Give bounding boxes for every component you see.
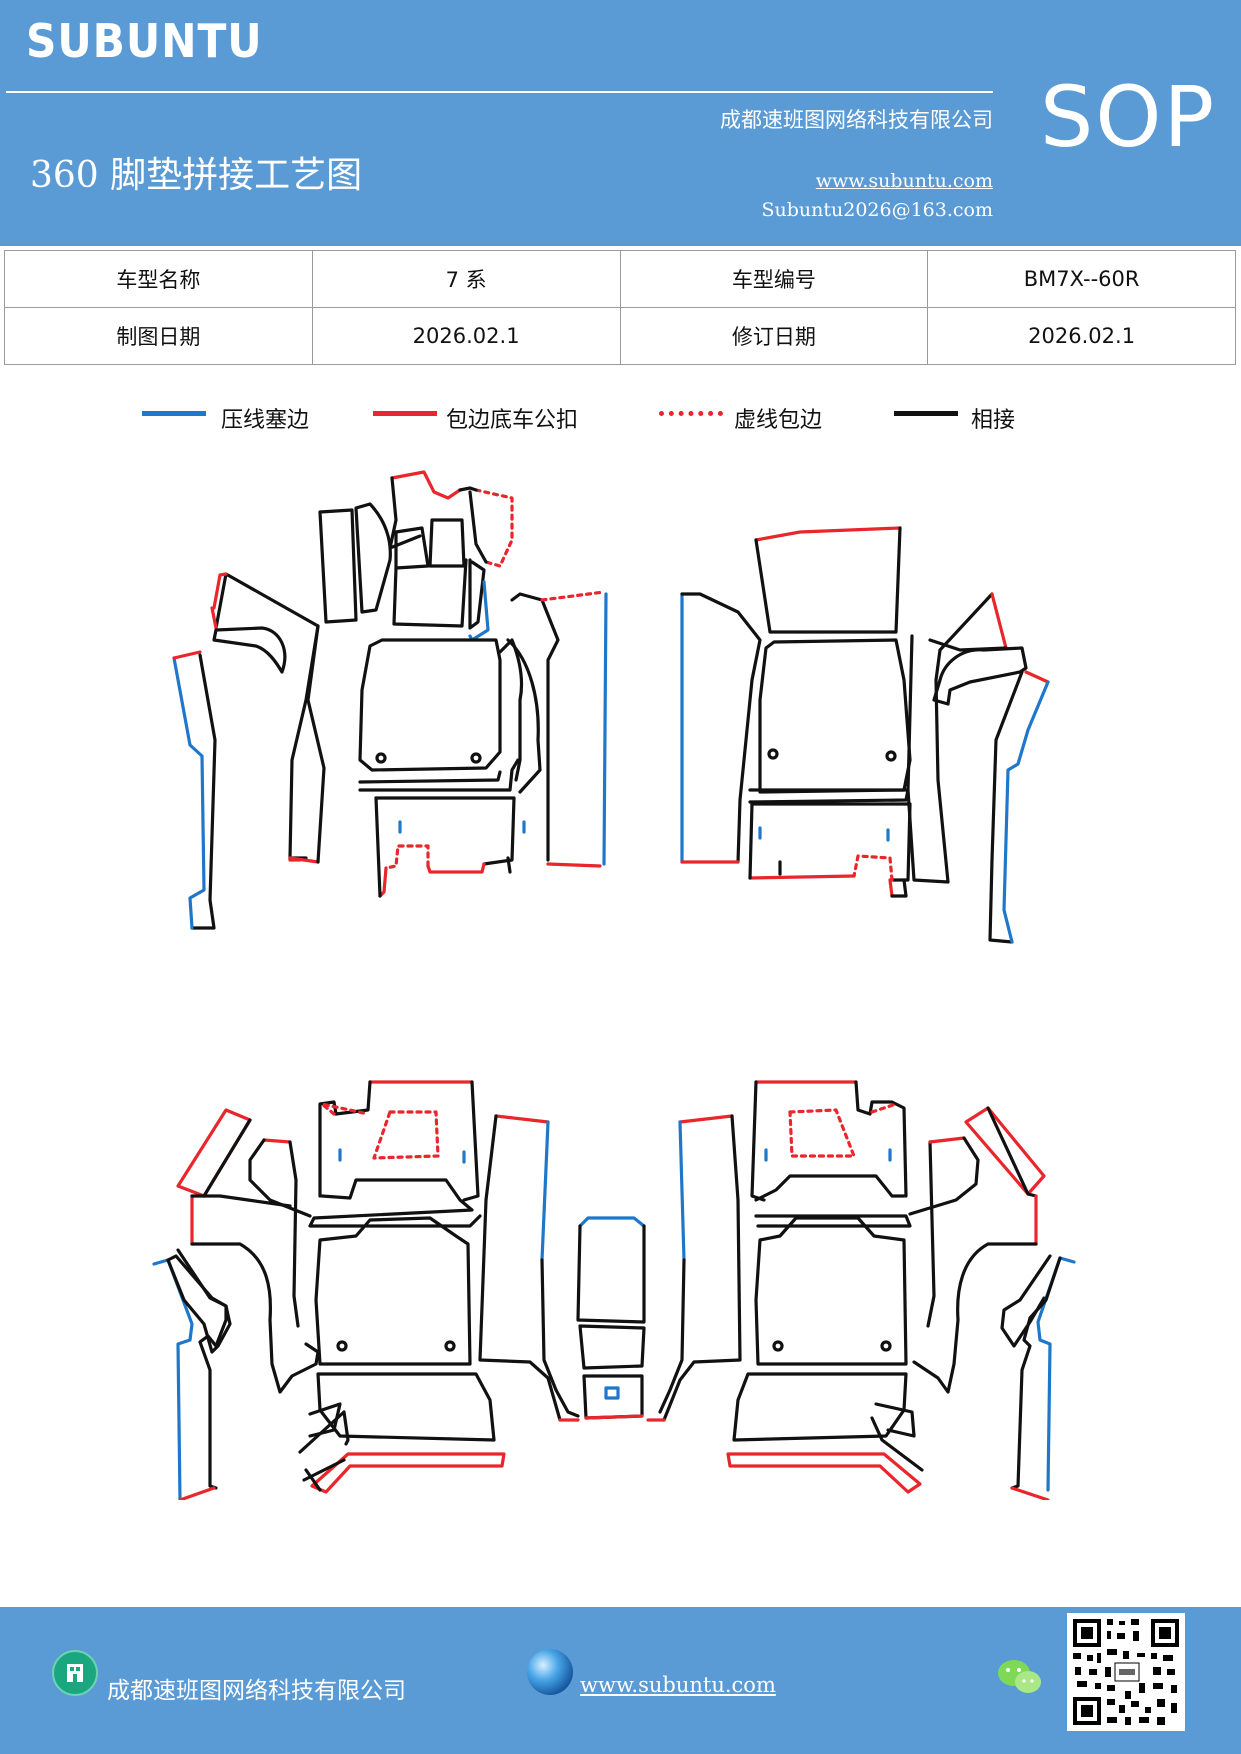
header-website-link[interactable]: www.subuntu.com [815, 170, 993, 192]
header-divider [6, 91, 993, 93]
vehicle-info-table: 车型名称 7 系 车型编号 BM7X--60R 制图日期 2026.02.1 修… [4, 250, 1236, 365]
footer-website-link[interactable]: www.subuntu.com [580, 1673, 776, 1697]
globe-icon [527, 1649, 573, 1695]
sop-badge: SOP [1040, 68, 1217, 166]
legend-swatch-black [894, 411, 958, 416]
table-row: 车型名称 7 系 车型编号 BM7X--60R [4, 250, 1236, 308]
mat-bottom-left [152, 1080, 580, 1500]
header-company-name: 成都速班图网络科技有限公司 [720, 108, 993, 132]
legend-swatch-red [373, 411, 437, 416]
document-title: 360 脚垫拼接工艺图 [30, 155, 363, 196]
wechat-icon[interactable] [996, 1657, 1044, 1697]
legend-swatch-red-dotted [659, 411, 723, 416]
floor-mat-diagram [152, 470, 1076, 1500]
mat-bottom-right [646, 1080, 1076, 1500]
revision-date-label: 修订日期 [619, 307, 929, 365]
legend-label: 相接 [971, 408, 1016, 433]
model-code-label: 车型编号 [619, 250, 929, 308]
mat-top-left [172, 470, 608, 930]
header-banner: SUBUNTU SOP 360 脚垫拼接工艺图 成都速班图网络科技有限公司 ww… [0, 0, 1241, 246]
legend: 压线塞边 包边底车公扣 虚线包边 相接 [0, 398, 1241, 438]
brand-logo: SUBUNTU [26, 14, 263, 68]
legend-label: 包边底车公扣 [446, 408, 579, 433]
mat-top-right [680, 526, 1050, 944]
model-name-value: 7 系 [311, 250, 621, 308]
table-row: 制图日期 2026.02.1 修订日期 2026.02.1 [4, 307, 1236, 365]
footer-company-name: 成都速班图网络科技有限公司 [107, 1678, 406, 1704]
model-code-value: BM7X--60R [927, 250, 1236, 308]
building-icon [52, 1650, 98, 1696]
header-email: Subuntu2026@163.com [761, 199, 993, 221]
qr-code[interactable] [1067, 1613, 1185, 1731]
draw-date-value: 2026.02.1 [311, 307, 621, 365]
mat-bottom-center [576, 1216, 646, 1420]
legend-swatch-blue [142, 411, 206, 416]
draw-date-label: 制图日期 [4, 307, 313, 365]
legend-label: 压线塞边 [221, 408, 310, 433]
revision-date-value: 2026.02.1 [927, 307, 1236, 365]
legend-label: 虚线包边 [734, 408, 823, 433]
footer-banner: 成都速班图网络科技有限公司 www.subuntu.com [0, 1607, 1241, 1754]
model-name-label: 车型名称 [4, 250, 313, 308]
